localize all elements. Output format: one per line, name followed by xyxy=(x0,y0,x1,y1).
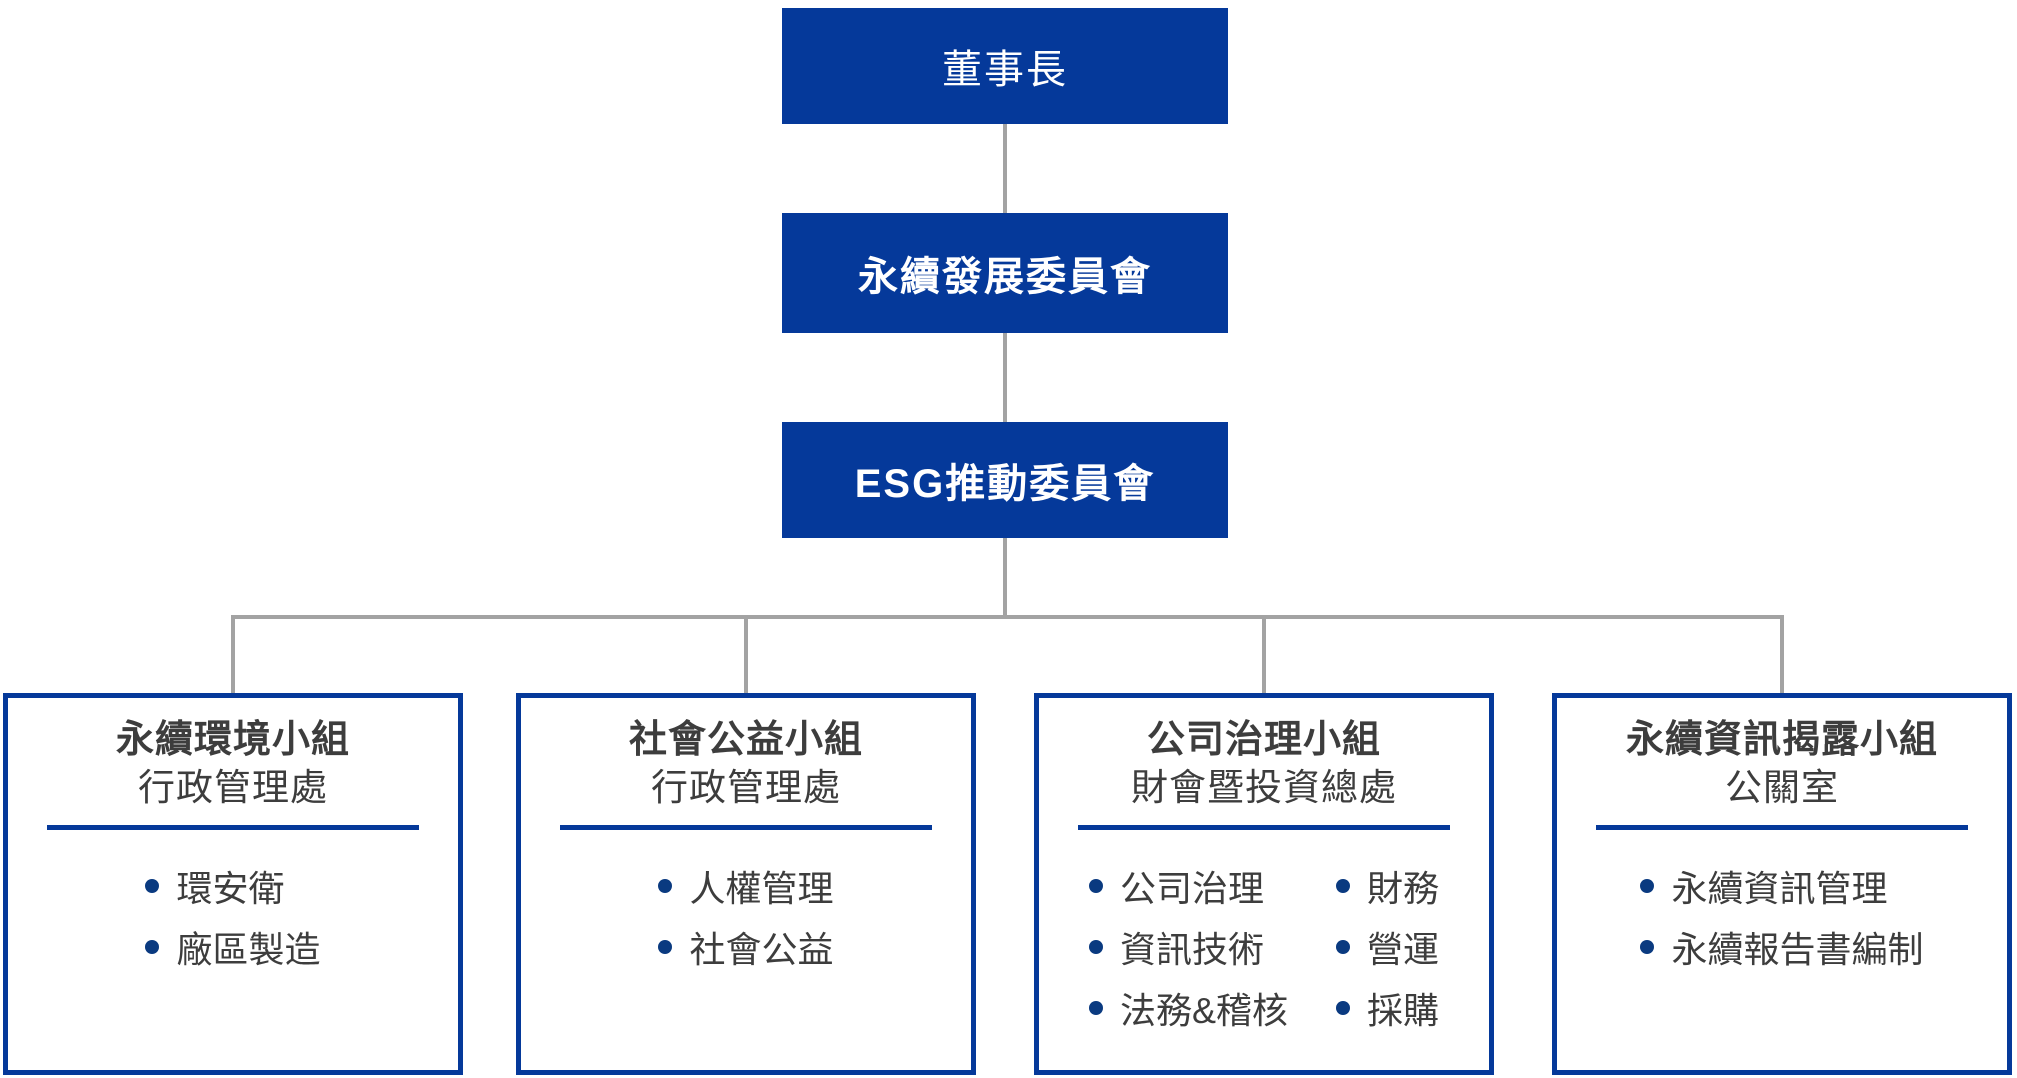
bullet-dot-icon xyxy=(1336,879,1350,893)
list-item: 永續資訊管理 xyxy=(1640,866,1923,909)
group-environment: 永續環境小組 行政管理處 環安衛 廠區製造 xyxy=(3,693,463,1075)
connector-drop-environment xyxy=(231,619,235,693)
list-item-label: 採購 xyxy=(1367,990,1440,1031)
bullet-dot-icon xyxy=(1088,1001,1103,1015)
bullet-dot-icon xyxy=(145,879,160,893)
list-item: 公司治理 xyxy=(1088,866,1288,909)
group-social-dept: 行政管理處 xyxy=(651,767,841,808)
list-item: 永續報告書編制 xyxy=(1640,927,1924,970)
node-chairman: 董事長 xyxy=(782,8,1228,124)
node-esg-committee-label: ESG推動委員會 xyxy=(854,462,1156,506)
list-item-label: 永續報告書編制 xyxy=(1671,929,1924,970)
connector-drop-disclosure xyxy=(1780,619,1784,693)
connector-chairman-to-committee xyxy=(1003,124,1007,213)
list-item-label: 營運 xyxy=(1367,929,1440,970)
group-governance-dept: 財會暨投資總處 xyxy=(1131,767,1397,808)
list-item: 財務 xyxy=(1336,866,1439,909)
connector-drop-governance xyxy=(1262,619,1266,693)
bullet-dot-icon xyxy=(1336,940,1350,954)
group-social-list: 人權管理 社會公益 xyxy=(658,866,834,970)
group-disclosure-dept: 公關室 xyxy=(1725,767,1839,808)
list-item: 資訊技術 xyxy=(1088,927,1288,970)
list-item: 環安衛 xyxy=(145,866,320,909)
group-governance-columns: 公司治理 資訊技術 法務&稽核 財務 營運 xyxy=(1088,866,1439,1031)
node-sustainability-committee: 永續發展委員會 xyxy=(782,213,1228,333)
bullet-dot-icon xyxy=(1336,1001,1350,1015)
group-governance: 公司治理小組 財會暨投資總處 公司治理 資訊技術 法務&稽核 xyxy=(1034,693,1494,1075)
list-item-label: 社會公益 xyxy=(689,929,834,970)
group-governance-list-left: 公司治理 資訊技術 法務&稽核 xyxy=(1088,866,1288,1031)
node-chairman-label: 董事長 xyxy=(942,48,1068,92)
bullet-dot-icon xyxy=(145,940,160,954)
list-item: 人權管理 xyxy=(658,866,834,909)
node-esg-committee: ESG推動委員會 xyxy=(782,422,1228,538)
connector-esg-to-branch xyxy=(1003,538,1007,615)
group-governance-list-right: 財務 營運 採購 xyxy=(1336,866,1439,1031)
bullet-dot-icon xyxy=(658,879,673,893)
connector-committee-to-esg xyxy=(1003,333,1007,422)
group-social-title: 社會公益小組 xyxy=(628,719,863,761)
list-item-label: 環安衛 xyxy=(176,868,285,909)
list-item: 法務&稽核 xyxy=(1088,988,1288,1031)
list-item-label: 法務&稽核 xyxy=(1119,990,1288,1031)
connector-branch-horizontal xyxy=(231,615,1784,619)
bullet-dot-icon xyxy=(1088,879,1103,893)
group-disclosure-title: 永續資訊揭露小組 xyxy=(1625,719,1938,761)
node-sustainability-committee-label: 永續發展委員會 xyxy=(858,255,1152,299)
list-item-label: 人權管理 xyxy=(689,868,834,909)
group-environment-dept: 行政管理處 xyxy=(138,767,328,808)
group-social: 社會公益小組 行政管理處 人權管理 社會公益 xyxy=(516,693,976,1075)
list-item-label: 資訊技術 xyxy=(1119,929,1264,970)
list-item: 社會公益 xyxy=(658,927,834,970)
list-item-label: 財務 xyxy=(1367,868,1440,909)
bullet-dot-icon xyxy=(658,940,673,954)
list-item-label: 永續資訊管理 xyxy=(1671,868,1888,909)
connector-drop-social xyxy=(744,619,748,693)
group-environment-list: 環安衛 廠區製造 xyxy=(145,866,321,970)
list-item: 廠區製造 xyxy=(145,927,321,970)
divider xyxy=(1596,825,1968,830)
group-disclosure-list: 永續資訊管理 永續報告書編制 xyxy=(1640,866,1924,970)
list-item-label: 公司治理 xyxy=(1119,868,1264,909)
bullet-dot-icon xyxy=(1640,940,1655,954)
divider xyxy=(560,825,932,830)
bullet-dot-icon xyxy=(1088,940,1103,954)
bullet-dot-icon xyxy=(1640,879,1655,893)
list-item: 營運 xyxy=(1336,927,1439,970)
divider xyxy=(47,825,419,830)
list-item: 採購 xyxy=(1336,988,1439,1031)
divider xyxy=(1078,825,1450,830)
group-environment-title: 永續環境小組 xyxy=(115,719,350,761)
group-disclosure: 永續資訊揭露小組 公關室 永續資訊管理 永續報告書編制 xyxy=(1552,693,2012,1075)
list-item-label: 廠區製造 xyxy=(176,929,321,970)
group-governance-title: 公司治理小組 xyxy=(1146,719,1381,761)
